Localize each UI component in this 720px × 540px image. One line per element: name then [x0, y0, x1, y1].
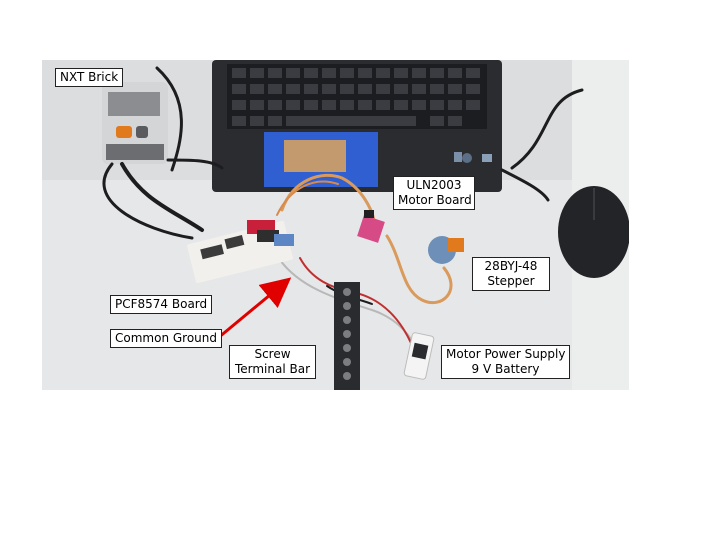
label-text: 9 V Battery [471, 362, 540, 376]
label-text: Terminal Bar [234, 362, 311, 376]
label-text: Motor Power Supply [446, 347, 566, 361]
label-screw-terminal: Screw Terminal Bar [229, 345, 316, 379]
hardware-photo [42, 60, 629, 390]
label-stepper: 28BYJ-48 Stepper [472, 257, 550, 291]
label-text: Motor Board [398, 193, 472, 207]
label-text: PCF8574 Board [115, 297, 208, 311]
label-pcf8574: PCF8574 Board [110, 295, 213, 314]
label-text: Stepper [487, 274, 535, 288]
label-text: ULN2003 [406, 178, 462, 192]
label-text: NXT Brick [60, 70, 119, 84]
breadboard-icon [187, 210, 385, 284]
terminal-bar-icon [334, 282, 360, 390]
battery-icon [403, 332, 435, 380]
label-text: 28BYJ-48 [484, 259, 538, 273]
label-uln2003: ULN2003 Motor Board [393, 176, 475, 210]
stepper-motor-icon [428, 236, 464, 264]
laptop-icon [212, 60, 502, 192]
label-text: Common Ground [115, 331, 217, 345]
mouse-icon [558, 186, 629, 278]
nxt-brick-icon [102, 82, 168, 164]
label-power-supply: Motor Power Supply 9 V Battery [441, 345, 570, 379]
label-nxt-brick: NXT Brick [55, 68, 124, 87]
label-text: Screw [254, 347, 291, 361]
label-common-ground: Common Ground [110, 329, 222, 348]
